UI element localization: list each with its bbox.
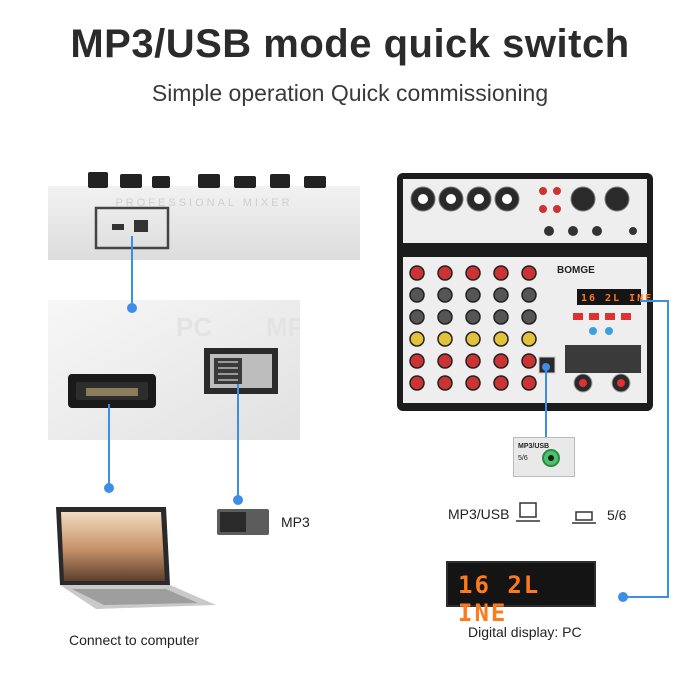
mixer-knob: [521, 331, 537, 347]
mixer-knob: [437, 375, 453, 391]
mixer-knob: [465, 375, 481, 391]
switch-box: MP3/USB 5/6: [513, 437, 575, 477]
mixer-knob: [465, 265, 481, 281]
switch-box-label: MP3/USB: [518, 443, 550, 450]
mixer-knob: [493, 265, 509, 281]
page-title: MP3/USB mode quick switch: [70, 22, 630, 66]
mixer-knob: [465, 287, 481, 303]
mixer-knob: [521, 353, 537, 369]
mixer-knob: [409, 375, 425, 391]
computer-caption: Connect to computer: [69, 632, 199, 648]
page-subtitle: Simple operation Quick commissioning: [151, 80, 549, 106]
mixer-knob: [437, 331, 453, 347]
port-pc-label: PC: [176, 312, 212, 342]
mixer-knob: [521, 375, 537, 391]
port-closeup-photo: PC MP: [48, 300, 305, 440]
option-56-label: 5/6: [607, 507, 627, 523]
mixer-knob: [437, 265, 453, 281]
mixer-knob: [409, 309, 425, 325]
lcd-display-icon: 16 2L INE: [446, 561, 596, 627]
mixer-knob: [465, 309, 481, 325]
mixer-knob: [409, 331, 425, 347]
lcd-text: 16 2L INE: [458, 571, 541, 627]
mixer-knob: [521, 309, 537, 325]
port-mp3-label: MP: [266, 312, 300, 342]
switch-closeup-icon: [204, 348, 278, 394]
mixer-brand: BOMGE: [557, 265, 595, 276]
mixer-knob: [493, 309, 509, 325]
mixer-knob: [465, 353, 481, 369]
mixer-top-text: PROFESSIONAL MIXER: [115, 197, 292, 209]
mixer-knob: [409, 287, 425, 303]
mixer-knob: [493, 375, 509, 391]
mixer-knob: [465, 331, 481, 347]
monitor-icon-mp3usb: [516, 501, 544, 530]
mixer-photo: BOMGE 16 2L INE: [397, 173, 653, 411]
mixer-display-text: 16 2L INE: [581, 293, 653, 304]
switch-icon: [217, 509, 269, 535]
mixer-knob: [493, 287, 509, 303]
mixer-knob: [409, 265, 425, 281]
laptop-icon: [48, 505, 218, 613]
mixer-knob: [521, 287, 537, 303]
mixer-knob: [493, 353, 509, 369]
switch-label: MP3: [281, 514, 310, 530]
mixer-knob: [437, 287, 453, 303]
monitor-icon-56: [572, 510, 600, 531]
mixer-top-photo: PROFESSIONAL MIXER: [48, 170, 360, 260]
switch-box-sub: 5/6: [518, 455, 528, 462]
mixer-knob: [437, 353, 453, 369]
switch-box-jack-icon: [542, 449, 560, 467]
mixer-knob: [493, 331, 509, 347]
mixer-knob: [437, 309, 453, 325]
display-caption: Digital display: PC: [468, 624, 582, 640]
mixer-knob: [521, 265, 537, 281]
option-mp3usb-label: MP3/USB: [448, 506, 510, 522]
mixer-knob: [409, 353, 425, 369]
usb-port-icon: [68, 374, 156, 408]
connector-display-to-lcd: [623, 300, 669, 598]
